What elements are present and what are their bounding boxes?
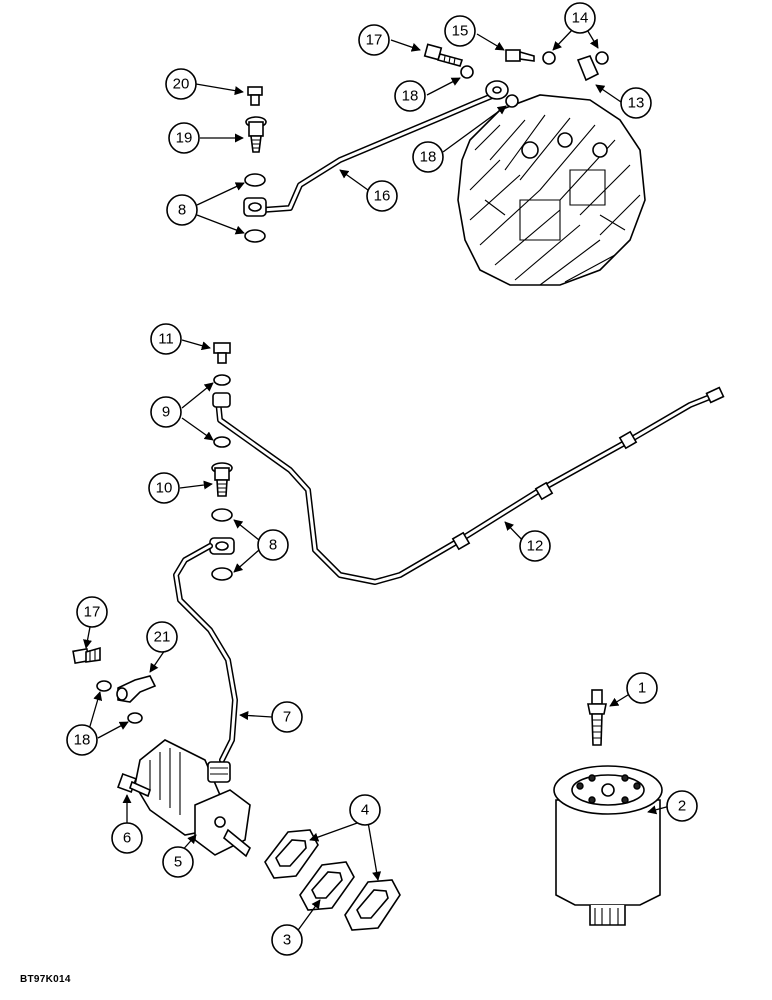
callout-12: 12 xyxy=(519,530,551,562)
bolt-6 xyxy=(117,773,151,798)
callout-1: 1 xyxy=(626,672,658,704)
washer-9-b xyxy=(213,436,231,448)
svg-text:21: 21 xyxy=(154,629,171,646)
washer-8-top-a xyxy=(244,173,266,187)
bolt-15 xyxy=(505,49,535,62)
svg-text:9: 9 xyxy=(162,404,170,421)
svg-text:10: 10 xyxy=(156,480,173,497)
callout-9: 9 xyxy=(150,396,182,428)
callout-4: 4 xyxy=(349,794,381,826)
washer-18-top-a xyxy=(460,65,474,79)
elbow-fitting-21 xyxy=(116,675,157,703)
figure-code: BT97K014 xyxy=(20,974,71,985)
svg-text:12: 12 xyxy=(527,538,544,555)
leader-lines xyxy=(83,27,671,934)
svg-text:15: 15 xyxy=(452,23,469,40)
callout-6: 6 xyxy=(111,822,143,854)
washer-18-top-b xyxy=(505,94,519,108)
banjo-bolt-17-lower xyxy=(72,646,101,665)
fitting-13 xyxy=(576,55,600,82)
fuel-pipe-12 xyxy=(215,386,725,585)
callout-13: 13 xyxy=(620,87,652,119)
callout-14: 14 xyxy=(564,2,596,34)
svg-text:18: 18 xyxy=(402,88,419,105)
callout-7: 7 xyxy=(271,701,303,733)
washer-8-mid-a xyxy=(211,508,233,522)
svg-text:7: 7 xyxy=(283,709,291,726)
callout-11: 11 xyxy=(150,323,182,355)
banjo-bolt-17-top xyxy=(423,43,464,67)
callout-15: 15 xyxy=(444,15,476,47)
valve-10 xyxy=(211,462,233,497)
callout-17-lower: 17 xyxy=(76,596,108,628)
fuel-filter-2 xyxy=(553,765,663,926)
callout-16: 16 xyxy=(366,180,398,212)
callout-18-top-a: 18 xyxy=(394,80,426,112)
washer-9-a xyxy=(213,374,231,386)
banjo-fitting-8-top xyxy=(243,197,267,217)
svg-text:8: 8 xyxy=(269,537,277,554)
svg-text:5: 5 xyxy=(174,854,182,871)
svg-text:4: 4 xyxy=(361,802,369,819)
callout-20: 20 xyxy=(165,68,197,100)
callout-3: 3 xyxy=(271,924,303,956)
svg-text:8: 8 xyxy=(178,202,186,219)
lift-pump-5 xyxy=(134,739,252,858)
fuel-pipe-7 xyxy=(173,543,238,763)
svg-text:11: 11 xyxy=(158,331,174,348)
screw-20 xyxy=(247,86,263,106)
callout-17-top: 17 xyxy=(358,24,390,56)
washer-14-b xyxy=(595,51,609,65)
svg-text:18: 18 xyxy=(420,149,437,166)
washer-18-lower-a xyxy=(96,680,112,692)
callout-8-top: 8 xyxy=(166,194,198,226)
callout-10: 10 xyxy=(148,472,180,504)
svg-text:6: 6 xyxy=(123,830,131,847)
banjo-fitting-9 xyxy=(212,392,231,408)
svg-text:17: 17 xyxy=(366,32,383,49)
svg-text:1: 1 xyxy=(638,680,646,697)
banjo-fitting-8-mid xyxy=(209,537,235,555)
callout-8-mid: 8 xyxy=(257,529,289,561)
callout-18-top-b: 18 xyxy=(412,141,444,173)
washer-8-mid-b xyxy=(211,567,233,581)
svg-text:13: 13 xyxy=(628,95,645,112)
valve-19 xyxy=(245,116,267,153)
drain-valve-1 xyxy=(587,689,607,746)
fuel-pipe-16 xyxy=(259,93,495,213)
svg-text:19: 19 xyxy=(176,130,193,147)
washer-8-top-b xyxy=(244,229,266,243)
screw-11 xyxy=(213,342,231,364)
svg-text:18: 18 xyxy=(74,732,91,749)
callout-21: 21 xyxy=(146,621,178,653)
svg-text:2: 2 xyxy=(678,798,686,815)
callout-19: 19 xyxy=(168,122,200,154)
injection-pump-illustration xyxy=(457,94,646,286)
gasket-4-b xyxy=(344,879,401,931)
banjo-fitting-top xyxy=(485,80,509,100)
washer-14-a xyxy=(542,51,556,65)
gasket-4-a xyxy=(264,829,319,879)
washer-18-lower-b xyxy=(127,712,143,724)
svg-text:20: 20 xyxy=(173,76,190,93)
callout-2: 2 xyxy=(666,790,698,822)
svg-text:16: 16 xyxy=(374,188,391,205)
callout-5: 5 xyxy=(162,846,194,878)
svg-text:14: 14 xyxy=(572,10,589,27)
callout-18-lower: 18 xyxy=(66,724,98,756)
svg-text:17: 17 xyxy=(84,604,101,621)
gasket-3 xyxy=(299,861,355,911)
svg-text:3: 3 xyxy=(283,932,291,949)
